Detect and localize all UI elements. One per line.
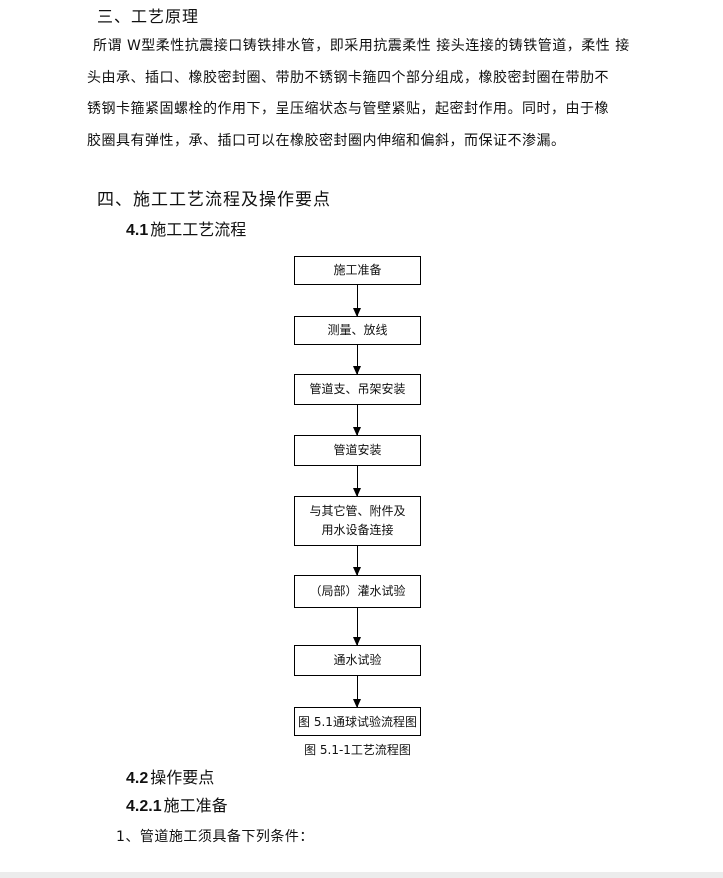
flow-step-survey: 测量、放线 (294, 316, 421, 345)
flow-step-text-line-2: 用水设备连接 (321, 523, 394, 537)
subsection-title: 施工准备 (163, 796, 228, 815)
paragraph-line-1: 所谓 W型柔性抗震接口铸铁排水管，即采用抗震柔性 接头连接的铸铁管道，柔性 接 (93, 38, 630, 54)
flow-step-flow-test: 通水试验 (294, 645, 421, 676)
flow-step-text: 施工准备 (333, 263, 382, 277)
section-4-heading: 四、施工工艺流程及操作要点 (97, 190, 331, 210)
subsection-number: 4.2 (126, 770, 149, 787)
flow-step-text: 测量、放线 (327, 323, 388, 337)
paragraph-line-4: 胶圈具有弹性，承、插口可以在橡胶密封圈内伸缩和偏斜，而保证不渗漏。 (87, 133, 566, 149)
paragraph-line-3: 锈钢卡箍紧固螺栓的作用下，呈压缩状态与管壁紧贴，起密封作用。同时，由于橡 (87, 101, 609, 117)
subsection-title: 操作要点 (150, 768, 215, 787)
flow-step-support-install: 管道支、吊架安装 (294, 374, 421, 405)
page-bottom-divider (0, 872, 723, 878)
list-item-1: 1、管道施工须具备下列条件： (116, 829, 314, 845)
flow-arrow (353, 345, 361, 375)
flow-step-text: 通水试验 (333, 653, 382, 667)
flow-step-text: （局部）灌水试验 (309, 584, 406, 598)
flow-step-connection: 与其它管、附件及 用水设备连接 (294, 496, 421, 546)
paragraph-line-2: 头由承、插口、橡胶密封圈、带肋不锈钢卡箍四个部分组成，橡胶密封圈在带肋不 (87, 70, 609, 86)
flow-arrow (353, 466, 361, 497)
subsection-number: 4.1 (126, 222, 149, 239)
flowchart-inner-caption: 图 5.1通球试验流程图 (294, 707, 421, 736)
flow-arrow (353, 608, 361, 646)
flow-arrow (353, 405, 361, 436)
flow-arrow (353, 676, 361, 708)
section-3-heading: 三、工艺原理 (97, 7, 200, 26)
subsection-number: 4.2.1 (126, 798, 162, 815)
flow-step-construction-prep: 施工准备 (294, 256, 421, 285)
flow-step-water-fill-test: （局部）灌水试验 (294, 575, 421, 608)
flow-arrow (353, 546, 361, 576)
flow-step-pipe-install: 管道安装 (294, 435, 421, 466)
flow-step-text: 管道安装 (333, 443, 382, 457)
subsection-title: 施工工艺流程 (150, 220, 247, 239)
flow-step-text: 管道支、吊架安装 (309, 382, 406, 396)
flowchart-caption: 图 5.1-1工艺流程图 (304, 743, 411, 757)
flow-arrow (353, 285, 361, 317)
flow-step-text-line-1: 与其它管、附件及 (309, 504, 406, 518)
